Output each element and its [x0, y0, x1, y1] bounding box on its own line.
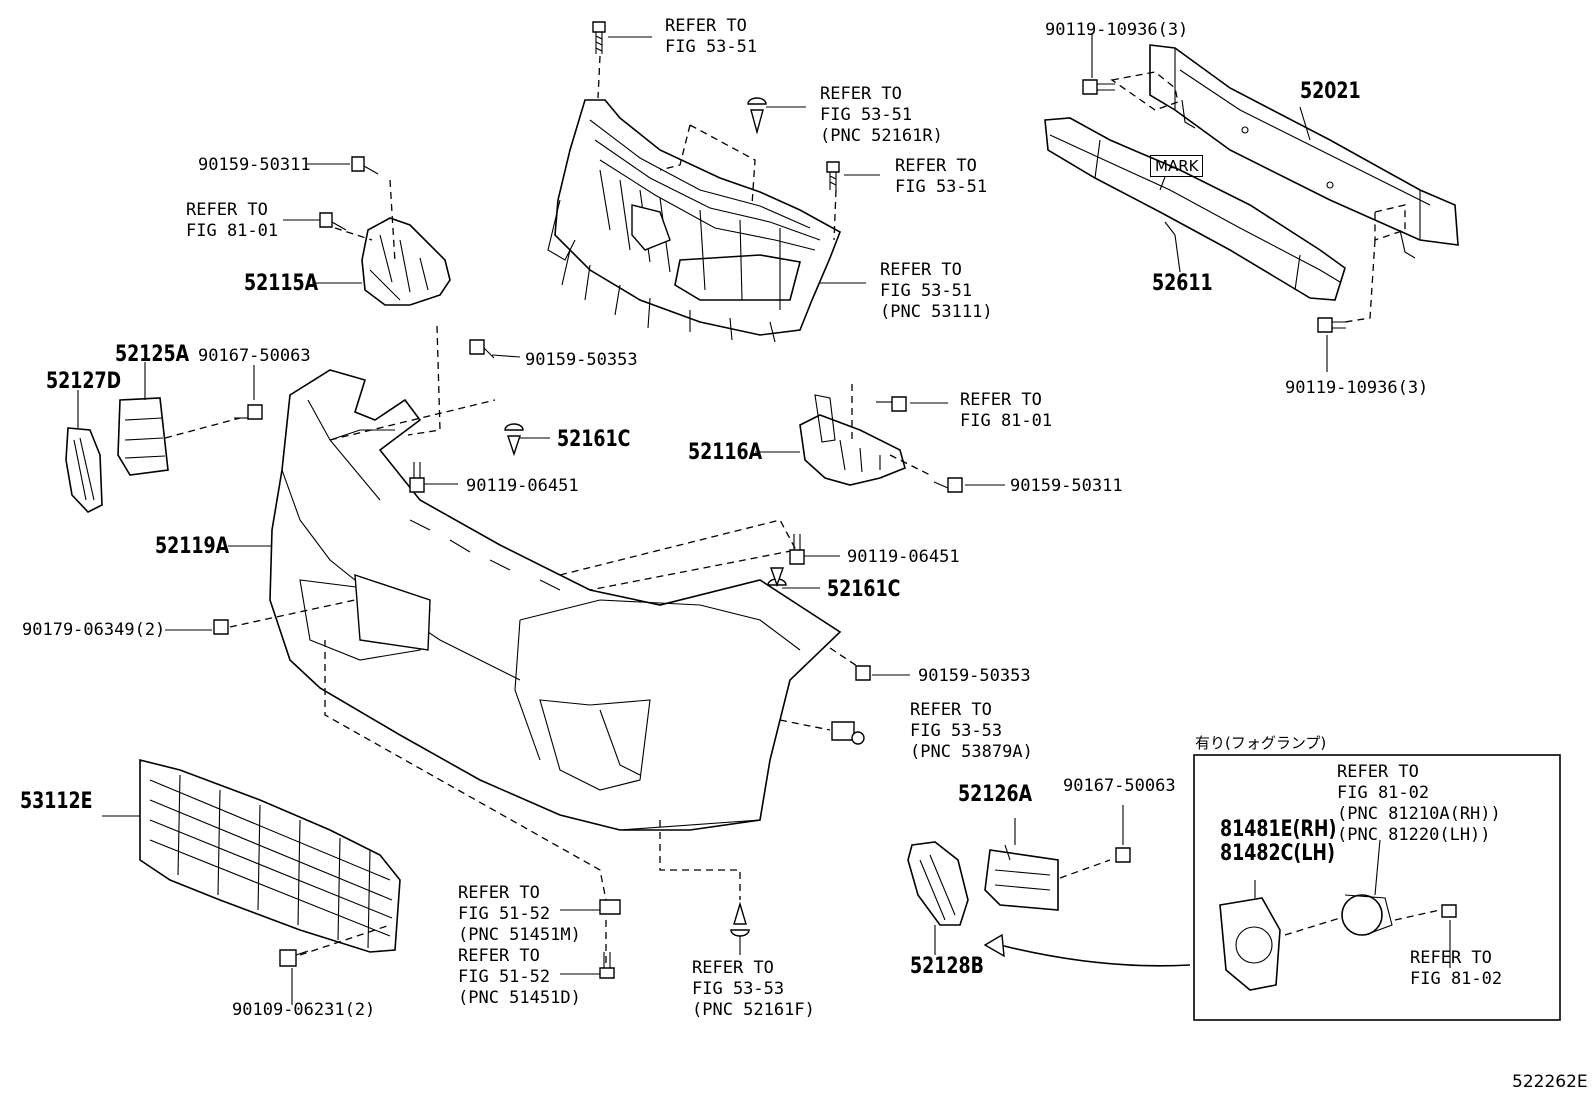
- side-support-right-52116a: [755, 384, 1005, 486]
- part-label: 52126A: [958, 782, 1033, 807]
- part-label: 52116A: [688, 440, 763, 465]
- refer-label: REFER TO FIG 81-01: [186, 200, 279, 241]
- side-support-left-52115a: [283, 163, 451, 306]
- refer-label: REFER TO FIG 81-02 (PNC 81210A(RH)) (PNC…: [1337, 762, 1501, 845]
- refer-label: REFER TO FIG 53-51 (PNC 52161R): [820, 84, 943, 146]
- part-label: 52119A: [155, 534, 230, 559]
- part-label: 52128B: [910, 954, 984, 979]
- reinforcement-callouts: [1091, 34, 1406, 372]
- bolt-icon: [409, 462, 425, 493]
- refer-label: REFER TO FIG 81-02: [1410, 948, 1503, 989]
- refer-label: REFER TO FIG 53-51 (PNC 53111): [880, 260, 993, 322]
- fastener-label: 90159-50353: [918, 666, 1031, 686]
- bolt-icon: [1317, 317, 1346, 333]
- fastener-label: 90167-50063: [1063, 776, 1176, 796]
- bolt-icon: [933, 477, 963, 493]
- refer-label: REFER TO FIG 53-53 (PNC 53879A): [910, 700, 1033, 762]
- part-label: 52115A: [244, 271, 319, 296]
- bolt-icon: [1115, 847, 1131, 863]
- bracket-52125a: [117, 362, 169, 476]
- sensor-icon: [831, 721, 865, 745]
- fastener-label: 90167-50063: [198, 346, 311, 366]
- bolt-icon: [1082, 79, 1115, 95]
- bezel-52127d: [65, 390, 103, 513]
- refer-label: REFER TO FIG 53-51: [895, 156, 988, 197]
- part-label: 52161C: [557, 427, 631, 452]
- bolt-icon: [826, 161, 840, 190]
- clip-icon: [747, 97, 767, 135]
- clip-icon: [767, 567, 787, 588]
- fastener-label: 90119-06451: [466, 476, 579, 496]
- screw-icon: [599, 952, 615, 979]
- bolt-icon: [279, 949, 309, 967]
- part-label: 52125A: [115, 342, 190, 367]
- drawing-code: 522262E: [1512, 1072, 1588, 1092]
- bolt-icon: [876, 396, 907, 412]
- bracket-callout: [164, 417, 241, 439]
- fog-lamp-inset-box: [1193, 754, 1561, 1021]
- fog-lamp-bezel-81481e: [1219, 880, 1341, 991]
- clip-icon: [504, 423, 524, 457]
- clip-icon: [469, 339, 495, 359]
- fog-bezel-52128b: [907, 841, 969, 955]
- part-label: 52127D: [46, 369, 122, 394]
- fastener-label: 90119-06451: [847, 547, 960, 567]
- bumper-cover-52119a: [269, 369, 842, 831]
- arrow-connector: [999, 944, 1191, 967]
- bolt-icon: [351, 156, 379, 175]
- upper-grille-assembly: [547, 99, 841, 343]
- clip-icon: [599, 899, 621, 915]
- fog-lamp-unit: [1341, 839, 1451, 968]
- fastener-label: 90119-10936(3): [1285, 378, 1429, 398]
- part-label: 81482C(LH): [1220, 841, 1335, 866]
- refer-label: REFER TO FIG 53-51: [665, 16, 758, 57]
- part-label: 53112E: [20, 789, 93, 814]
- part-label: 52611: [1152, 271, 1213, 296]
- bolt-icon: [319, 212, 347, 231]
- fastener-label: 90109-06231(2): [232, 1000, 376, 1020]
- inset-title: 有り(フォグランプ): [1195, 734, 1327, 752]
- bolt-icon: [234, 404, 263, 420]
- bracket-52126a: [984, 805, 1124, 911]
- bolt-icon: [789, 534, 805, 565]
- refer-label: REFER TO FIG 53-53 (PNC 52161F): [692, 958, 815, 1020]
- clip-icon: [213, 619, 229, 635]
- fastener-label: 90159-50311: [1010, 476, 1123, 496]
- bumper-callouts: [165, 325, 910, 975]
- part-label: 52021: [1300, 79, 1361, 104]
- fastener-label: 90119-10936(3): [1045, 20, 1189, 40]
- fastener-label: 90159-50311: [198, 155, 311, 175]
- part-label: 81481E(RH): [1220, 817, 1337, 842]
- lower-grille-53112e: [102, 758, 401, 1005]
- arrow-head-icon: [983, 933, 1005, 958]
- clip-icon: [730, 901, 750, 937]
- upper-grille-callouts: [597, 36, 880, 284]
- refer-label: REFER TO FIG 51-52 (PNC 51451D): [458, 946, 581, 1008]
- bolt-icon: [592, 21, 606, 54]
- refer-label: REFER TO FIG 81-01: [960, 390, 1053, 431]
- mark-label: MARK: [1150, 155, 1204, 177]
- refer-label: REFER TO FIG 51-52 (PNC 51451M): [458, 883, 581, 945]
- fastener-label: 90159-50353: [525, 350, 638, 370]
- reinforcement-52021: [1149, 44, 1459, 259]
- part-label: 52161C: [827, 577, 901, 602]
- absorber-52611: [1044, 117, 1346, 301]
- bolt-icon: [855, 665, 871, 681]
- fastener-label: 90179-06349(2): [22, 620, 166, 640]
- screw-icon: [1441, 904, 1457, 918]
